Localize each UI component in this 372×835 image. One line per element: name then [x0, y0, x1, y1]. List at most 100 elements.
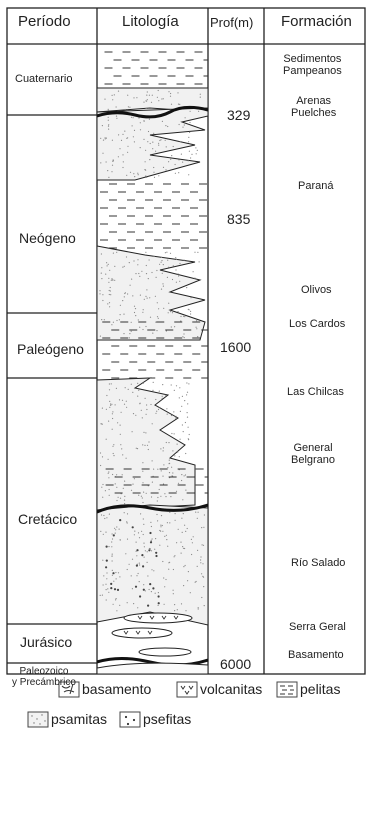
- sand-dot: [130, 383, 132, 385]
- sand-dot: [137, 259, 139, 261]
- sand-dot: [101, 267, 103, 269]
- sand-dot: [182, 431, 184, 433]
- sand-dot: [184, 474, 187, 476]
- sand-dot: [149, 297, 151, 299]
- sand-dot: [132, 483, 134, 485]
- sand-chilcas: [97, 377, 196, 511]
- sand-dot: [112, 417, 114, 420]
- sand-dot: [115, 106, 117, 108]
- sand-dot: [174, 555, 176, 557]
- sand-dot: [184, 421, 186, 424]
- sand-dot: [168, 472, 171, 474]
- sand-dot: [122, 154, 124, 156]
- sand-dot: [101, 594, 103, 596]
- sand-dot: [151, 538, 153, 540]
- sand-dot: [133, 534, 135, 536]
- sand-dot: [156, 316, 159, 318]
- sand-dot: [169, 95, 172, 97]
- sand-dot: [110, 294, 112, 296]
- sand-dot: [144, 397, 146, 399]
- sand-dot: [151, 460, 153, 462]
- sand-dot: [127, 151, 129, 153]
- sand-dot: [139, 294, 141, 296]
- sand-dot: [162, 264, 164, 266]
- grit-dot: [136, 549, 139, 552]
- sand-dot: [188, 136, 190, 138]
- sand-dot: [144, 590, 146, 592]
- sand-dot: [190, 310, 192, 312]
- sand-dot: [157, 408, 160, 411]
- sand-dot: [107, 125, 110, 127]
- sand-dot: [182, 161, 184, 163]
- sand-dot: [177, 451, 179, 453]
- sand-dot: [148, 94, 150, 96]
- sand-dot: [108, 420, 110, 422]
- sand-dot: [130, 321, 132, 323]
- sand-dot: [177, 273, 179, 275]
- sand-dot: [181, 531, 183, 534]
- sand-dot: [151, 271, 153, 274]
- legend-swatch-basamento: [58, 681, 80, 698]
- sand-dot: [168, 459, 170, 461]
- sand-dot: [112, 279, 114, 281]
- sand-dot: [111, 278, 113, 280]
- sand-dot: [167, 545, 169, 547]
- sand-dot: [166, 539, 168, 541]
- sand-dot: [150, 403, 152, 406]
- sand-dot: [176, 443, 178, 445]
- sand-dot: [168, 266, 170, 268]
- sand-dot: [145, 325, 147, 328]
- sand-dot: [145, 264, 147, 267]
- sand-dot: [127, 106, 129, 108]
- sand-dot: [118, 319, 120, 321]
- sand-dot: [110, 383, 112, 385]
- sand-dot: [160, 470, 162, 472]
- sand-dot: [142, 462, 144, 464]
- grit-dot: [135, 564, 138, 567]
- sand-dot: [152, 148, 154, 150]
- sand-dot: [141, 530, 143, 532]
- sand-dot: [147, 130, 150, 133]
- sand-dot: [162, 560, 164, 563]
- sand-dot: [179, 103, 181, 105]
- sand-dot: [99, 452, 102, 454]
- sand-dot: [118, 528, 120, 530]
- sand-dot: [112, 603, 114, 605]
- sand-dot: [111, 538, 114, 540]
- sand-dot: [171, 432, 173, 435]
- sand-dot: [171, 312, 174, 314]
- sand-dot: [155, 398, 157, 401]
- sand-dot: [137, 174, 139, 176]
- sand-dot: [102, 152, 104, 154]
- sand-dot: [144, 550, 146, 552]
- sand-dot: [136, 555, 138, 557]
- sand-dot: [158, 100, 160, 102]
- sand-dot: [111, 94, 113, 96]
- sand-dot: [116, 486, 118, 488]
- sand-dot: [183, 337, 185, 339]
- sand-dot: [139, 129, 142, 131]
- formation-olivos: Olivos: [301, 284, 332, 296]
- sand-dot: [184, 547, 186, 550]
- grit-dot: [112, 534, 115, 537]
- sand-dot: [163, 307, 165, 309]
- sand-dot: [196, 320, 198, 322]
- sand-dot: [112, 452, 114, 455]
- sand-dot: [201, 573, 203, 575]
- unconformity-1: [97, 105, 208, 119]
- sand-dot: [173, 389, 175, 391]
- sand-dot: [145, 251, 147, 253]
- sand-dot: [171, 278, 174, 281]
- sand-dot: [161, 98, 163, 100]
- sand-dot: [165, 496, 167, 498]
- sand-dot: [138, 389, 140, 391]
- sand-dot: [127, 145, 129, 147]
- sand-dot: [175, 490, 178, 492]
- sand-dot: [197, 336, 199, 338]
- sand-dot: [107, 119, 109, 121]
- sand-dot: [157, 468, 159, 470]
- sand-dot: [105, 531, 107, 533]
- grit-dot: [112, 572, 115, 575]
- sand-dot: [143, 491, 145, 493]
- sand-dot: [203, 526, 205, 528]
